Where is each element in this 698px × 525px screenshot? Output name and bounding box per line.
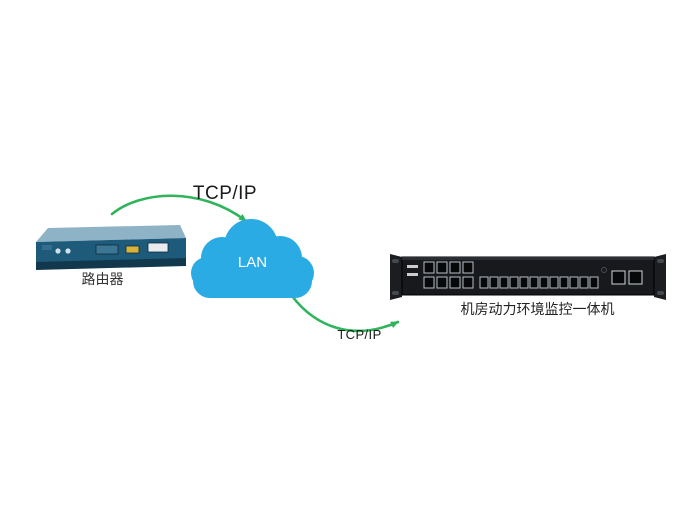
tcpip-label-top: TCP/IP xyxy=(192,183,258,204)
tcpip-link-lan-to-monitor xyxy=(290,294,400,333)
monitor-device-image xyxy=(390,254,666,300)
rj45-port-row-middle xyxy=(479,276,599,289)
rj45-port-group-right xyxy=(601,267,643,285)
lan-label: LAN xyxy=(237,254,268,271)
router-label: 路由器 xyxy=(81,271,124,287)
tcpip-link-router-to-lan xyxy=(110,194,248,223)
lan-cloud xyxy=(191,219,314,298)
monitor-label: 机房动力环境监控一体机 xyxy=(460,301,615,317)
router-image xyxy=(36,225,186,270)
rj45-port-group-left xyxy=(423,261,474,289)
tcpip-label-bottom: TCP/IP xyxy=(337,327,382,342)
